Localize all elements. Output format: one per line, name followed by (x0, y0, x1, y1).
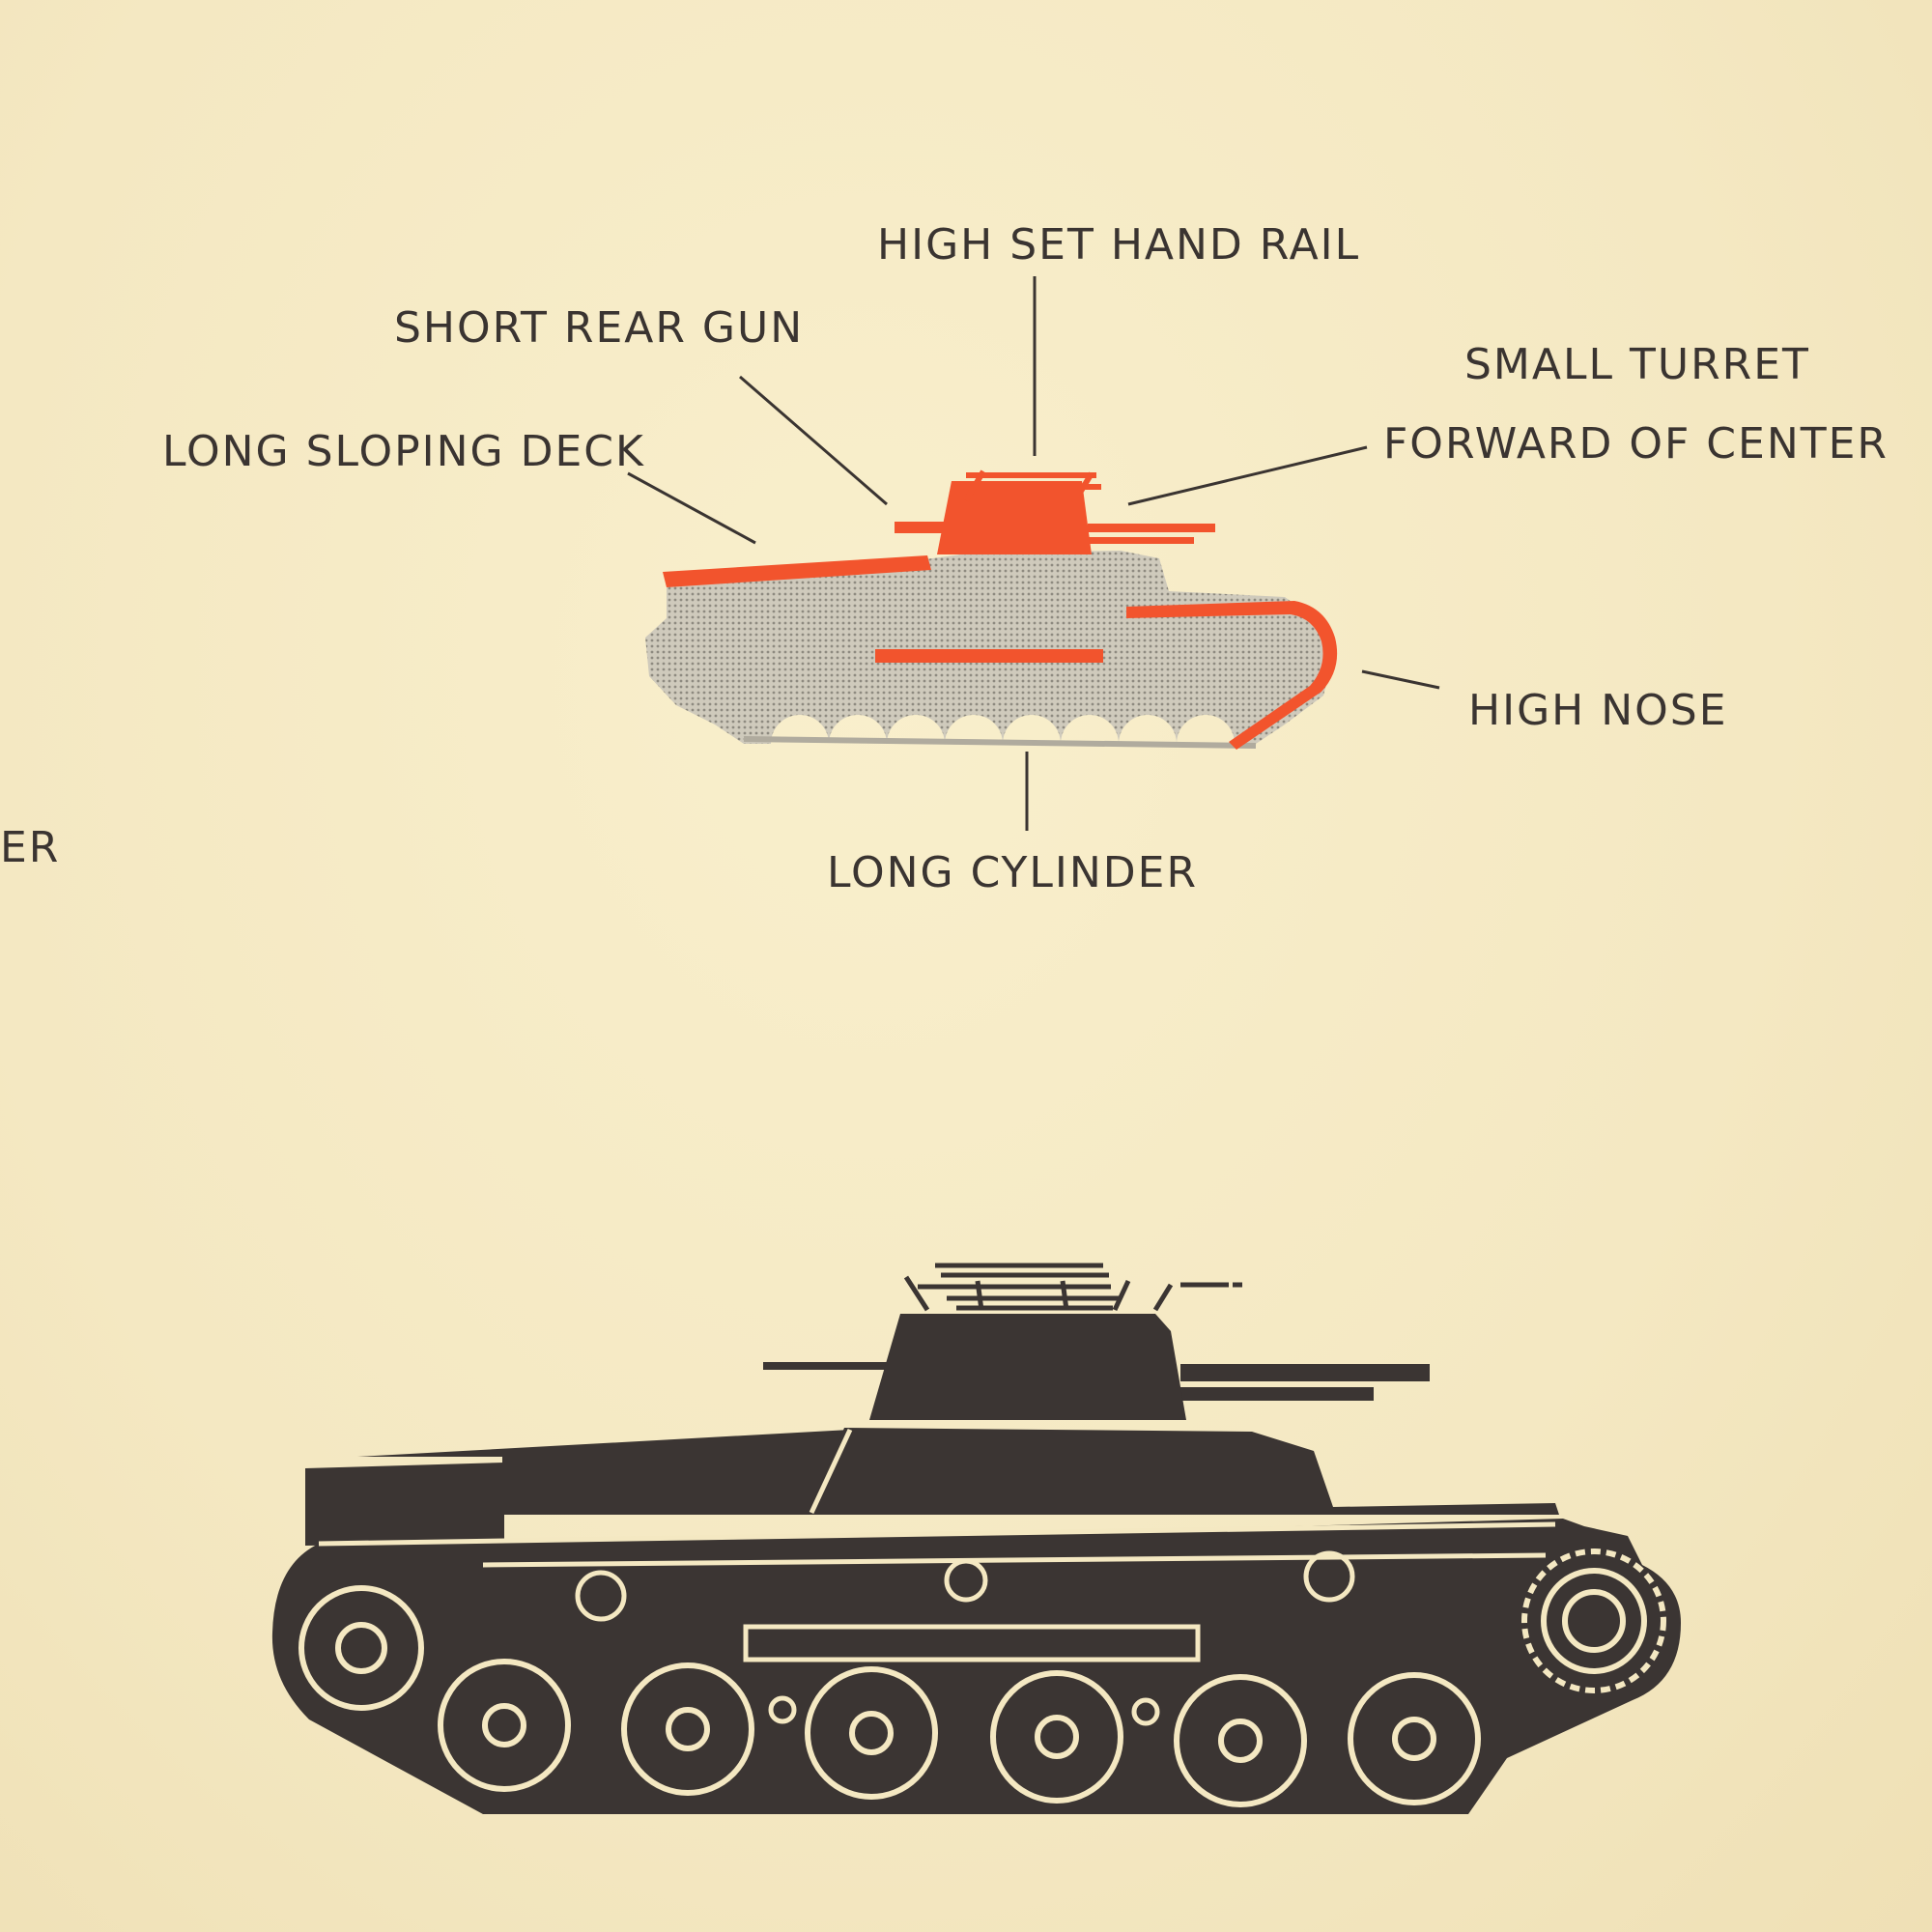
highlight-rear-gun (895, 522, 952, 533)
highlight-main-gun (1088, 524, 1215, 532)
schematic-hull (645, 551, 1333, 744)
highlight-hand-rail (963, 469, 1101, 504)
label-short-rear-gun: SHORT REAR GUN (394, 303, 805, 353)
fender-line-2 (482, 1552, 1547, 1568)
label-small-turret: SMALL TURRET (1464, 340, 1810, 389)
front-deck (808, 1428, 1559, 1515)
main-gun-upper (1180, 1364, 1430, 1381)
label-cut-edge-fragment: ER (0, 823, 61, 872)
deck-seam (809, 1428, 853, 1515)
leader-turret (1127, 445, 1368, 506)
schematic-track-bottom (743, 736, 1257, 749)
label-long-sloping-deck: LONG SLOPING DECK (162, 427, 645, 476)
turret-hand-rail (903, 1263, 1242, 1312)
road-wheels (298, 1548, 1666, 1807)
drive-sprocket (1521, 1548, 1666, 1693)
rear-deck (357, 1430, 850, 1515)
small-roller-1 (768, 1695, 797, 1724)
label-forward-of-center: FORWARD OF CENTER (1383, 419, 1889, 469)
label-high-nose: HIGH NOSE (1468, 686, 1728, 735)
main-gun-lower (1180, 1387, 1374, 1401)
idler-wheel (298, 1585, 424, 1711)
leader-rear-gun (739, 375, 888, 506)
callout-leader-lines (627, 276, 1440, 831)
road-wheel-5 (1174, 1674, 1307, 1807)
leader-deck (627, 471, 756, 545)
label-long-cylinder: LONG CYLINDER (827, 848, 1199, 897)
return-roller-2 (944, 1558, 988, 1603)
road-wheel-6 (1348, 1672, 1481, 1805)
schematic-hull-shading (645, 551, 1333, 749)
road-wheel-1 (438, 1659, 571, 1792)
highlight-nose (1126, 601, 1338, 750)
road-wheel-3 (805, 1666, 938, 1800)
return-roller-1 (575, 1570, 627, 1622)
label-high-set-hand-rail: HIGH SET HAND RAIL (877, 220, 1361, 270)
fender-line (318, 1521, 1556, 1547)
highlight-cylinder (875, 649, 1103, 663)
long-cylinder (743, 1624, 1201, 1662)
leader-nose (1361, 669, 1440, 690)
return-roller-3 (1303, 1550, 1355, 1603)
road-wheel-2 (621, 1662, 754, 1796)
tank-detail-lines (318, 1428, 1556, 1726)
rear-gun (763, 1362, 889, 1370)
highlight-main-gun-2 (1088, 537, 1194, 544)
turret (869, 1314, 1186, 1420)
road-wheel-4 (990, 1670, 1123, 1804)
rear-block (305, 1463, 504, 1546)
small-roller-2 (1131, 1697, 1160, 1726)
highlight-sloping-deck (663, 555, 931, 587)
